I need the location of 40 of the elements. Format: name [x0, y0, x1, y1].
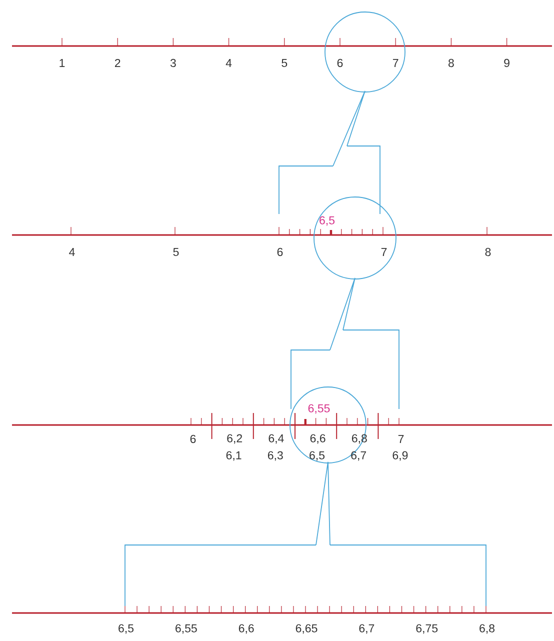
tick-label: 7	[398, 435, 404, 443]
tick-label: 6,5	[118, 624, 134, 634]
tick-label: 6,7	[351, 451, 366, 461]
zoom-circle	[324, 12, 406, 92]
tick-label: 7	[381, 248, 387, 256]
tick-label: 6,8	[480, 624, 494, 634]
tick-label: 6,65	[296, 624, 318, 634]
tick-label: 5	[173, 248, 179, 256]
tick-label: 6,4	[268, 434, 284, 444]
tick-label: 6	[337, 58, 343, 68]
tick-label: 6,75	[416, 624, 438, 634]
tick-label: 6	[190, 434, 196, 444]
tick-label: 9	[504, 58, 510, 68]
tick-label: 6,6	[238, 624, 254, 634]
tick-label: 3	[170, 58, 176, 68]
zoom-connector	[332, 90, 366, 166]
tick-label: 5	[282, 59, 288, 67]
tick-label: 6,9	[392, 451, 408, 461]
marked-value: 6,55	[308, 404, 330, 414]
tick-label: 2	[114, 58, 120, 68]
tick-label: 6,7	[359, 624, 374, 634]
zoom-bracket	[278, 146, 380, 214]
zoom-connector	[316, 462, 330, 546]
tick-label: 6,55	[176, 624, 197, 634]
zoom-circle	[314, 196, 396, 280]
tick-label: 6,5	[310, 451, 324, 461]
zoom-circle	[290, 386, 366, 464]
tick-label: 8	[448, 58, 454, 68]
tick-label: 6	[277, 248, 283, 256]
tick-label: 6,1	[226, 451, 242, 461]
tick-label: 4	[226, 59, 232, 67]
zoom-bracket	[124, 544, 486, 606]
tick-label: 7	[393, 59, 398, 67]
tick-label: 4	[69, 248, 75, 256]
tick-label: 8	[485, 248, 491, 256]
marked-value: 6,5	[320, 216, 334, 226]
zoom-connector	[330, 278, 356, 350]
tick-label: 1	[60, 59, 65, 67]
tick-label: 6,6	[310, 434, 326, 444]
tick-label: 6,2	[227, 434, 242, 444]
